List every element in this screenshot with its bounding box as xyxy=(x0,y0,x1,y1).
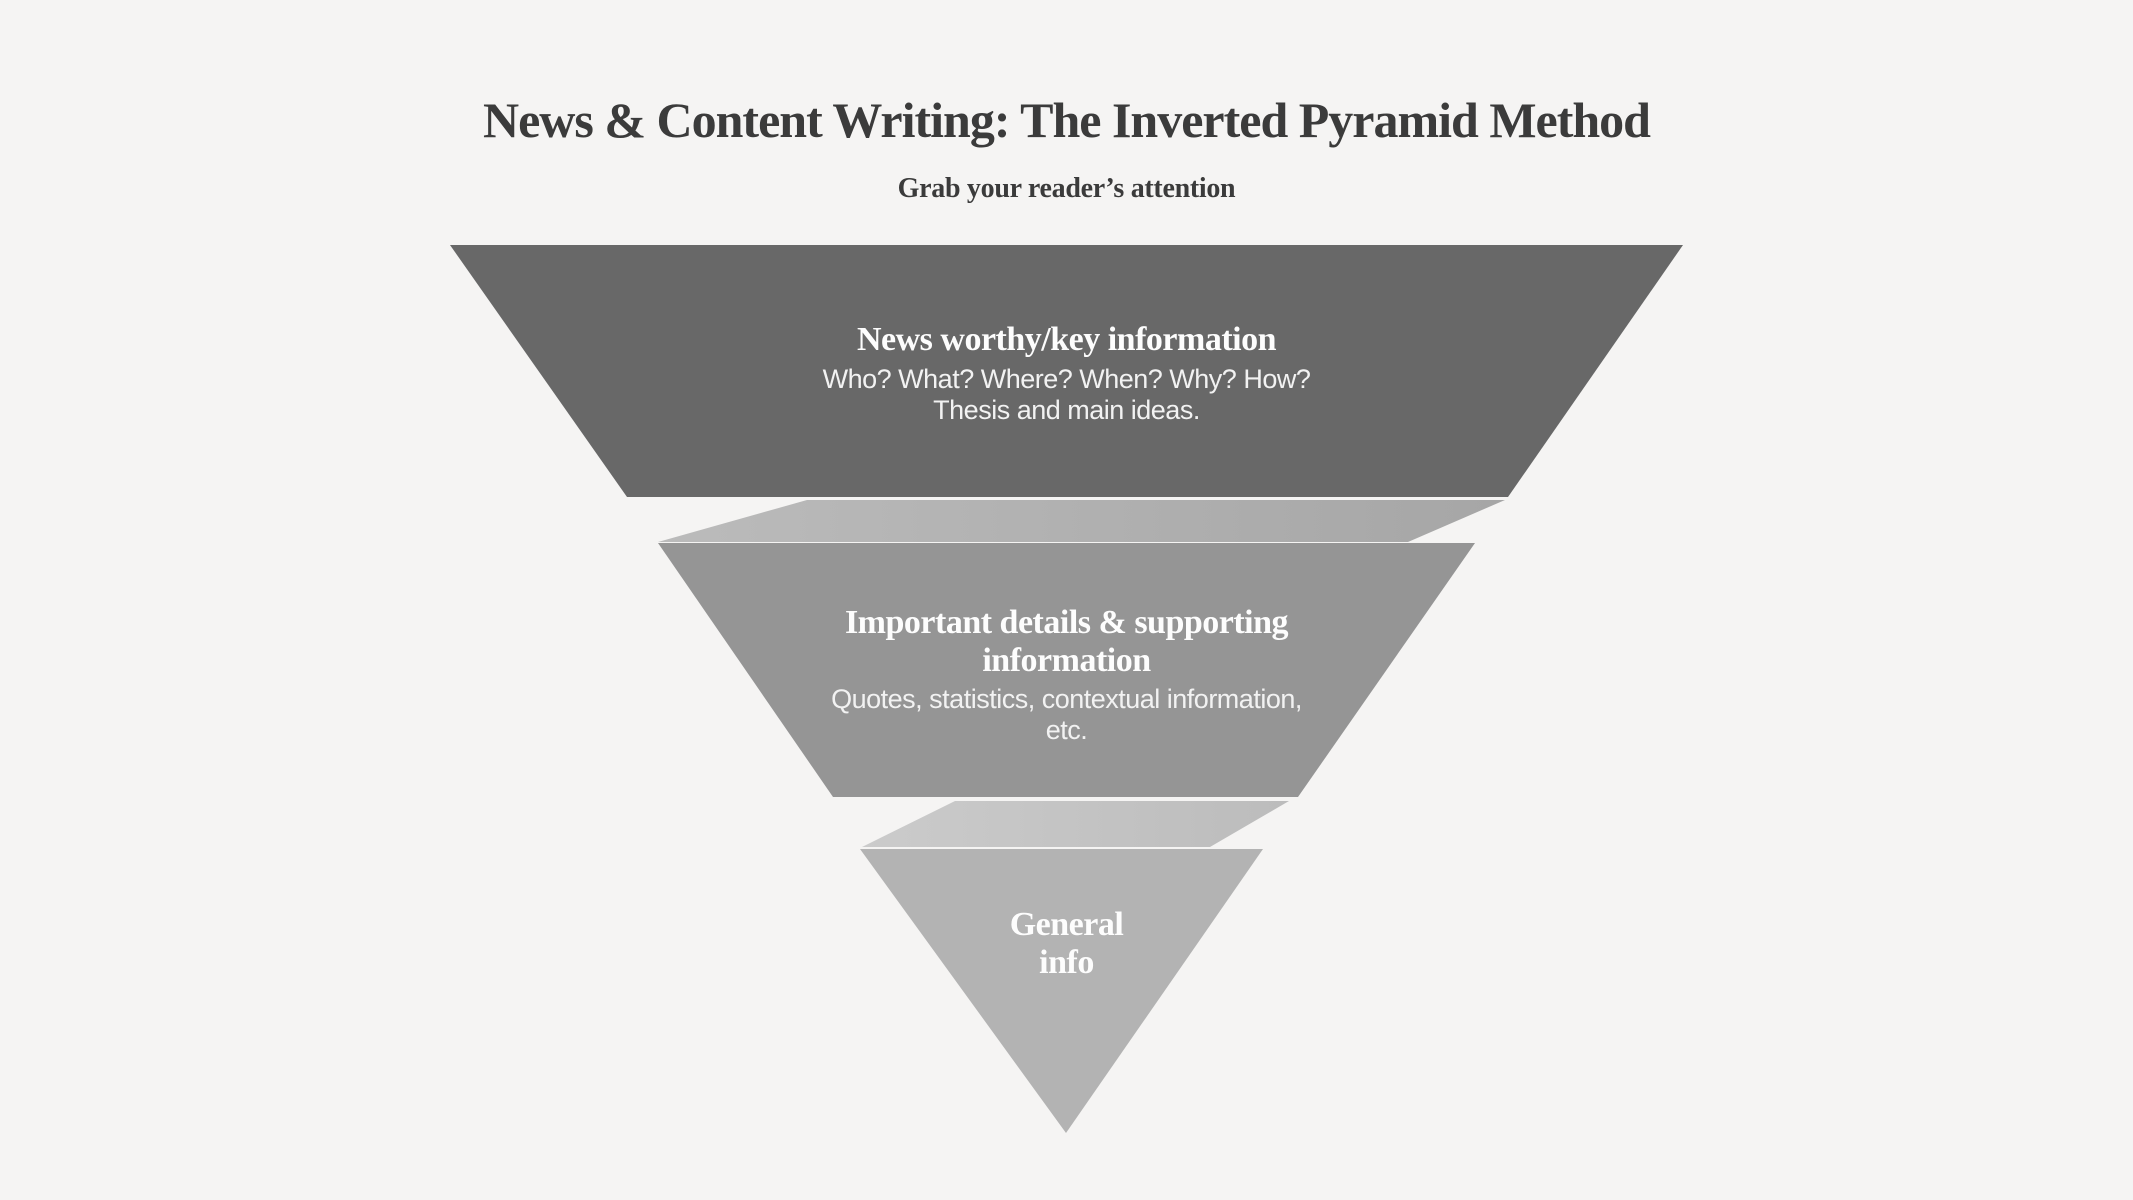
section-2-heading: Important details & supporting informati… xyxy=(0,604,2133,680)
pyramid-section-1-shape xyxy=(450,245,1683,497)
pyramid-connector-2-shape xyxy=(862,801,1289,847)
section-2-body: Quotes, statistics, contextual informati… xyxy=(0,684,2133,746)
section-3-heading-line: General xyxy=(1009,906,1124,943)
section-3-text: General info xyxy=(0,906,2133,982)
section-2-body-line: Quotes, statistics, contextual informati… xyxy=(831,684,1302,714)
section-1-text: News worthy/key information Who? What? W… xyxy=(0,318,2133,426)
pyramid-section-2-shape xyxy=(658,543,1475,797)
pyramid-connector-1-shape xyxy=(658,500,1505,542)
section-2-text: Important details & supporting informati… xyxy=(0,604,2133,746)
section-3-heading: General info xyxy=(0,906,2133,982)
section-2-heading-line: Important details & supporting xyxy=(844,604,1289,641)
section-3-heading-line: info xyxy=(1039,944,1094,981)
section-1-heading: News worthy/key information xyxy=(856,321,1277,358)
section-1-body-line: Who? What? Where? When? Why? How? xyxy=(822,364,1311,394)
page-subtitle: Grab your reader’s attention xyxy=(897,173,1236,204)
section-2-body-line: etc. xyxy=(1045,715,1088,745)
section-1-body: Who? What? Where? When? Why? How? Thesis… xyxy=(0,364,2133,426)
section-2-heading-line: information xyxy=(982,642,1151,679)
page-title: News & Content Writing: The Inverted Pyr… xyxy=(483,92,1651,148)
pyramid-section-3-shape xyxy=(860,849,1263,1133)
section-1-body-line: Thesis and main ideas. xyxy=(933,395,1200,425)
